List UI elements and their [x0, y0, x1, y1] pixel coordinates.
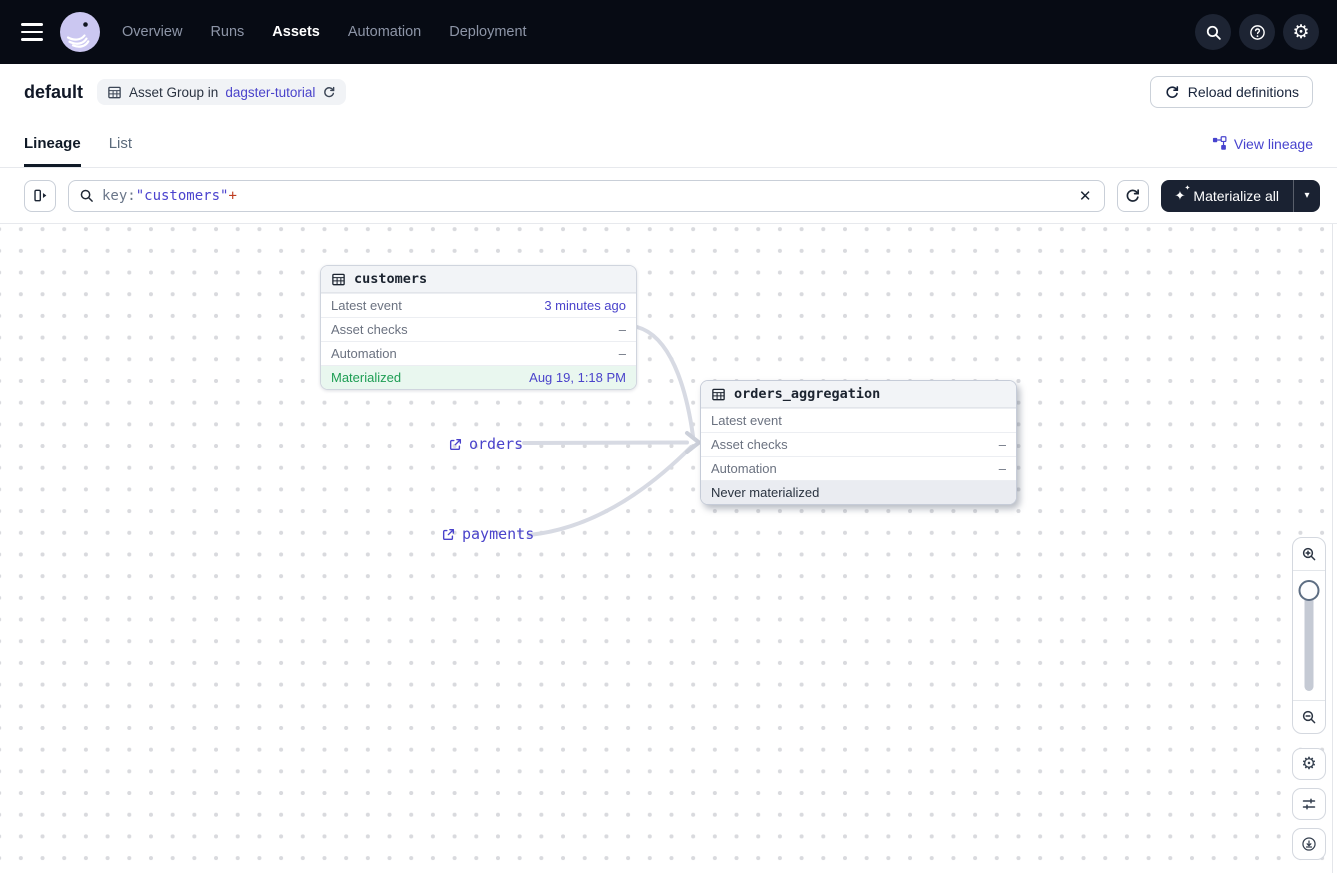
view-lineage-label: View lineage [1233, 135, 1313, 152]
external-asset-payments[interactable]: payments [442, 525, 534, 543]
clear-search-button[interactable]: ✕ [1078, 187, 1092, 205]
asset-search-input[interactable]: key:"customers"+ ✕ [68, 179, 1105, 212]
latest-event-row: Latest event [701, 408, 1016, 432]
graph-settings-button[interactable]: ⚙ [1292, 748, 1326, 780]
reload-definitions-label: Reload definitions [1187, 84, 1299, 100]
automation-row: Automation – [321, 341, 636, 365]
external-asset-label: payments [462, 525, 535, 543]
zoom-slider-track[interactable] [1304, 580, 1314, 691]
refresh-graph-button[interactable] [1116, 179, 1149, 212]
asset-node-header: customers [321, 266, 636, 293]
caret-down-icon: ▾ [1304, 190, 1310, 201]
nav-item-assets[interactable]: Assets [272, 24, 320, 40]
zoom-in-button[interactable] [1293, 538, 1325, 571]
reload-icon [1166, 86, 1178, 98]
toggle-sidebar-button[interactable] [24, 179, 56, 212]
view-lineage-link[interactable]: View lineage [1212, 120, 1313, 167]
sliders-icon [1302, 798, 1316, 810]
materialize-all-split-button: ✦✦ Materialize all ▾ [1160, 179, 1320, 212]
tab-list[interactable]: List [108, 135, 133, 152]
asset-group-badge: Asset Group in dagster-tutorial [97, 79, 347, 105]
nav-item-deployment[interactable]: Deployment [449, 24, 527, 40]
gear-icon: ⚙ [1292, 21, 1310, 43]
graph-filters-button[interactable] [1292, 788, 1326, 820]
gear-icon: ⚙ [1301, 754, 1317, 773]
materialization-status-row: Never materialized [701, 480, 1016, 504]
download-circle-icon [1302, 837, 1316, 851]
external-asset-label: orders [469, 435, 524, 453]
nav-item-runs[interactable]: Runs [210, 24, 245, 40]
search-button[interactable] [1195, 14, 1231, 50]
lineage-toolbar: key:"customers"+ ✕ ✦✦ Materialize all ▾ [0, 168, 1337, 224]
external-link-icon [442, 528, 455, 540]
main-nav: Overview Runs Assets Automation Deployme… [122, 24, 527, 40]
asset-node-customers[interactable]: customers Latest event 3 minutes ago Ass… [320, 265, 637, 390]
materialize-all-button[interactable]: ✦✦ Materialize all [1161, 180, 1294, 212]
external-link-icon [449, 438, 462, 450]
settings-button[interactable]: ⚙ [1283, 14, 1319, 50]
top-navbar: Overview Runs Assets Automation Deployme… [0, 0, 1337, 64]
dagster-logo[interactable] [60, 12, 100, 52]
table-icon [108, 86, 121, 98]
asset-node-orders-aggregation[interactable]: orders_aggregation Latest event Asset ch… [700, 380, 1017, 505]
table-icon [332, 273, 345, 285]
recenter-graph-button[interactable] [1292, 828, 1326, 860]
materialization-time-link[interactable]: Aug 19, 1:18 PM [529, 370, 626, 385]
reload-definitions-button[interactable]: Reload definitions [1149, 76, 1313, 108]
page-header: default Asset Group in dagster-tutorial … [0, 64, 1337, 120]
sparkle-icon: ✦✦ [1174, 185, 1191, 203]
canvas-right-border [1332, 224, 1333, 873]
hamburger-menu-icon[interactable] [16, 15, 50, 49]
search-icon [1206, 25, 1221, 40]
code-location-link[interactable]: dagster-tutorial [225, 84, 316, 100]
page-title: default [24, 81, 84, 102]
materialize-all-label: Materialize all [1193, 187, 1279, 204]
asset-name: orders_aggregation [734, 386, 881, 402]
lineage-edges [522, 325, 701, 537]
external-asset-orders[interactable]: orders [449, 435, 523, 453]
search-query: key:"customers"+ [102, 187, 237, 204]
automation-row: Automation – [701, 456, 1016, 480]
open-panel-icon [33, 189, 46, 202]
button-divider [1293, 179, 1294, 212]
lineage-graph-icon [1212, 136, 1227, 150]
asset-name: customers [354, 271, 428, 287]
badge-refresh-button[interactable] [322, 85, 336, 99]
asset-checks-row: Asset checks – [321, 317, 636, 341]
zoom-slider[interactable] [1293, 571, 1325, 700]
zoom-out-button[interactable] [1293, 700, 1325, 733]
badge-text: Asset Group in [129, 84, 219, 100]
tab-lineage[interactable]: Lineage [24, 120, 81, 167]
zoom-slider-handle[interactable] [1298, 580, 1320, 601]
nav-item-automation[interactable]: Automation [347, 24, 422, 40]
tabs-bar: Lineage List View lineage [0, 120, 1337, 168]
zoom-in-icon [1302, 547, 1316, 561]
search-icon [80, 189, 93, 202]
latest-event-link[interactable]: 3 minutes ago [544, 298, 626, 313]
materialization-status-row: Materialized Aug 19, 1:18 PM [321, 365, 636, 389]
lineage-canvas[interactable]: customers Latest event 3 minutes ago Ass… [0, 224, 1337, 873]
table-icon [712, 388, 725, 400]
help-icon [1249, 24, 1265, 40]
refresh-icon [324, 86, 335, 98]
refresh-icon [1126, 189, 1139, 202]
materialize-options-button[interactable]: ▾ [1294, 180, 1320, 212]
latest-event-row: Latest event 3 minutes ago [321, 293, 636, 317]
zoom-control-panel [1292, 537, 1326, 734]
asset-node-header: orders_aggregation [701, 381, 1016, 408]
edge-arrowhead [685, 431, 701, 454]
nav-item-overview[interactable]: Overview [122, 24, 183, 40]
zoom-out-icon [1302, 710, 1316, 724]
help-button[interactable] [1239, 14, 1275, 50]
asset-checks-row: Asset checks – [701, 432, 1016, 456]
